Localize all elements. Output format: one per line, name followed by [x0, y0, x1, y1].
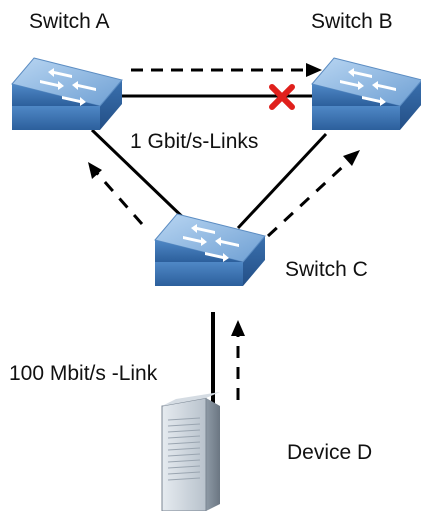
- gbit-links-label: 1 Gbit/s-Links: [130, 130, 258, 153]
- arrow-a-to-b: [131, 63, 322, 77]
- mbit-link-label: 100 Mbit/s -Link: [9, 362, 158, 385]
- switch-c-icon: [154, 213, 266, 287]
- arrow-c-to-b: [266, 150, 360, 238]
- arrow-d-to-c: [231, 320, 245, 400]
- blocked-x-icon: [269, 84, 295, 110]
- link-a-c: [90, 128, 196, 230]
- switch-b-label: Switch B: [311, 10, 393, 33]
- switch-a-icon: [11, 57, 123, 131]
- link-b-c: [236, 132, 328, 230]
- switch-a-label: Switch A: [29, 10, 110, 33]
- switch-c-label: Switch C: [285, 258, 368, 281]
- arrow-c-to-a: [88, 162, 144, 225]
- server-icon: [161, 392, 220, 511]
- device-d-label: Device D: [287, 441, 372, 464]
- switch-b-icon: [311, 57, 421, 131]
